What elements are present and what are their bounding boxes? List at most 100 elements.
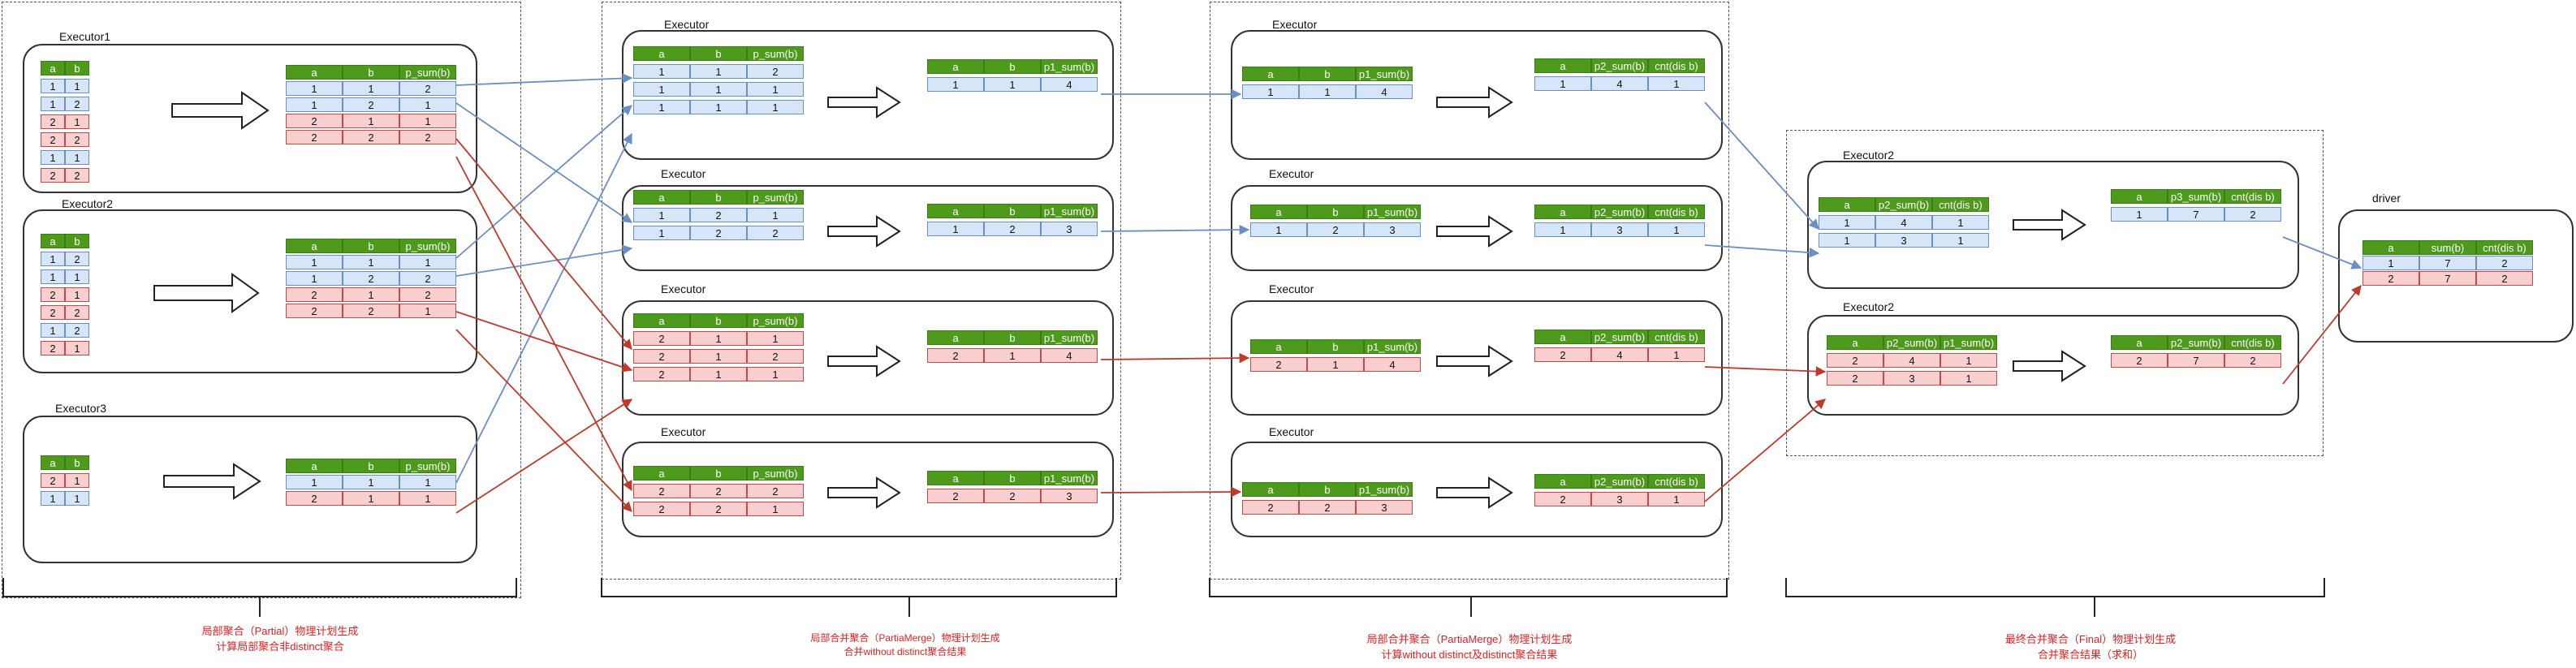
table-cell: 2: [927, 348, 984, 363]
header-cell: p1_sum(b): [1356, 482, 1413, 497]
header-cell: a: [286, 239, 343, 253]
header-cell: a: [2111, 189, 2168, 204]
header-cell: p2_sum(b): [1591, 58, 1648, 73]
table-cell: 1: [1648, 347, 1705, 362]
header-cell: cnt(dis b): [2224, 335, 2281, 350]
table-cell: 1: [1648, 222, 1705, 237]
header-cell: p2_sum(b): [1591, 474, 1648, 489]
header-cell: a: [1250, 339, 1307, 354]
header-cell: a: [1534, 58, 1591, 73]
table-cell: 1: [984, 77, 1041, 92]
table-cell: 1: [399, 114, 456, 128]
stage4-executor2-label-b: Executor2: [1843, 300, 1895, 313]
table-cell: 2: [633, 349, 690, 364]
stage3-brace: [1209, 578, 1728, 617]
table-cell: 1: [747, 367, 804, 381]
table-cell: 3: [1591, 222, 1648, 237]
stage4-executor2-label-a: Executor2: [1843, 149, 1895, 162]
table-cell: 2: [747, 226, 804, 240]
header-cell: p1_sum(b): [1940, 335, 1997, 350]
flow-arrow-s4-b: [2013, 350, 2086, 382]
header-cell: a: [1534, 205, 1591, 219]
table-cell: 1: [399, 255, 456, 269]
header-cell: a: [286, 459, 343, 473]
table-cell: 1: [65, 150, 89, 165]
table-cell: 2: [343, 97, 399, 112]
table-cell: 1: [1940, 371, 1997, 386]
table-cell: 2: [2476, 256, 2533, 270]
table-cell: 1: [2362, 256, 2419, 270]
stage3-executor-3-label: Executor: [1269, 282, 1314, 295]
table-cell: 1: [286, 271, 343, 286]
header-cell: p1_sum(b): [1041, 330, 1098, 345]
header-cell: a: [41, 234, 65, 248]
header-cell: p1_sum(b): [1364, 205, 1421, 219]
stage4-caption: 最终合并聚合（Final）物理计划生成 合并聚合结果（求和）: [1916, 631, 2265, 662]
table-cell: 4: [1041, 348, 1098, 363]
executor1-label: Executor1: [59, 30, 111, 43]
table-cell: 1: [927, 77, 984, 92]
table-cell: 2: [984, 489, 1041, 503]
header-cell: sum(b): [2419, 240, 2476, 255]
table-cell: 2: [2111, 353, 2168, 368]
table-cell: 1: [633, 100, 690, 114]
table-cell: 1: [927, 222, 984, 236]
flow-arrow-s4-a: [2013, 209, 2086, 241]
table-cell: 1: [747, 208, 804, 222]
header-cell: a: [1534, 474, 1591, 489]
table-cell: 1: [41, 150, 65, 165]
table-cell: 1: [747, 82, 804, 97]
table-cell: 1: [747, 502, 804, 516]
table-cell: 2: [65, 132, 89, 147]
executor2-label: Executor2: [62, 197, 114, 210]
header-cell: b: [690, 190, 747, 205]
header-cell: a: [927, 330, 984, 345]
stage1-caption-line2: 计算局部聚合非distinct聚合: [216, 640, 344, 653]
table-cell: 2: [65, 252, 89, 266]
conn-e3-row1: [455, 132, 632, 484]
executor3-box[interactable]: [23, 416, 477, 563]
stage3-caption-line1: 局部合并聚合（PartiaMerge）物理计划生成: [1366, 633, 1573, 645]
table-cell: 2: [1299, 500, 1356, 515]
table-cell: 2: [690, 484, 747, 498]
header-cell: b: [984, 59, 1041, 74]
header-cell: p_sum(b): [399, 65, 456, 80]
table-cell: 2: [633, 367, 690, 381]
table-cell: 3: [1041, 489, 1098, 503]
table-cell: 1: [65, 269, 89, 284]
conn-s4a-driver: [2282, 236, 2362, 269]
header-cell: p2_sum(b): [2168, 335, 2224, 350]
